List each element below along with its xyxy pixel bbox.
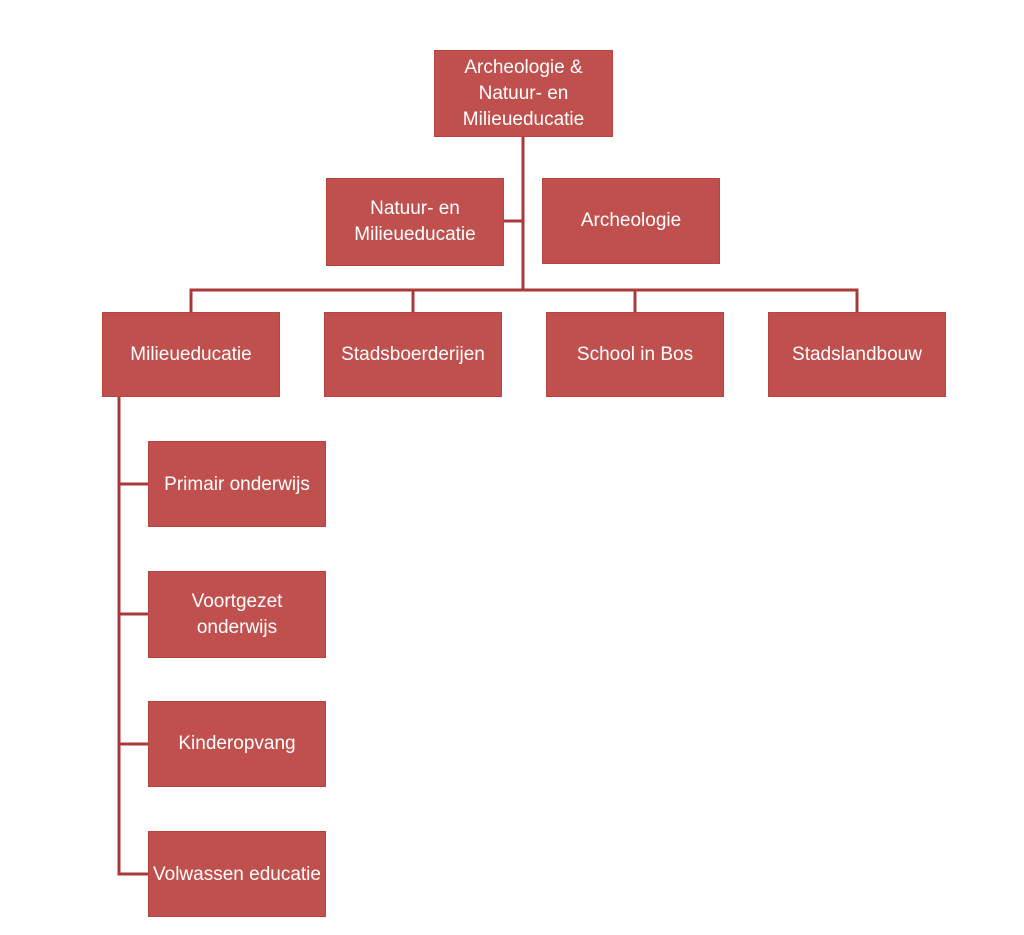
- org-node-milieueducatie-label: Milieueducatie: [130, 343, 252, 365]
- org-node-school-in-bos-label: School in Bos: [576, 343, 694, 365]
- org-node-stadslandbouw: Stadslandbouw: [768, 312, 946, 397]
- org-node-school-in-bos: School in Bos: [546, 312, 724, 397]
- org-node-stadsboerderijen: Stadsboerderijen: [324, 312, 502, 397]
- org-node-stadslandbouw-label: Stadslandbouw: [792, 343, 922, 365]
- org-node-primair-onderwijs: Primair onderwijs: [148, 441, 326, 527]
- org-node-natuur-en-milieueducatie: Natuur- en Milieueducatie: [326, 178, 504, 266]
- org-node-natuur-en-milieueducatie-label: Natuur- en Milieueducatie: [354, 198, 476, 245]
- org-node-voortgezet-onderwijs: Voortgezet onderwijs: [148, 571, 326, 658]
- org-node-primair-onderwijs-label: Primair onderwijs: [164, 473, 310, 495]
- org-node-kinderopvang-label: Kinderopvang: [178, 733, 296, 754]
- org-node-milieueducatie: Milieueducatie: [102, 312, 280, 397]
- org-node-archeologie-label: Archeologie: [580, 210, 682, 231]
- org-node-stadsboerderijen-label: Stadsboerderijen: [341, 343, 485, 365]
- org-node-root-label: Archeologie & Natuur- en Milieueducatie: [462, 56, 585, 130]
- org-node-archeologie: Archeologie: [542, 178, 720, 264]
- org-node-voortgezet-onderwijs-label: Voortgezet onderwijs: [191, 590, 283, 638]
- org-node-volwassen-educatie: Volwassen educatie: [148, 831, 326, 917]
- org-node-kinderopvang: Kinderopvang: [148, 701, 326, 787]
- org-node-volwassen-educatie-label: Volwassen educatie: [153, 863, 321, 885]
- org-node-root: Archeologie & Natuur- en Milieueducatie: [434, 50, 613, 137]
